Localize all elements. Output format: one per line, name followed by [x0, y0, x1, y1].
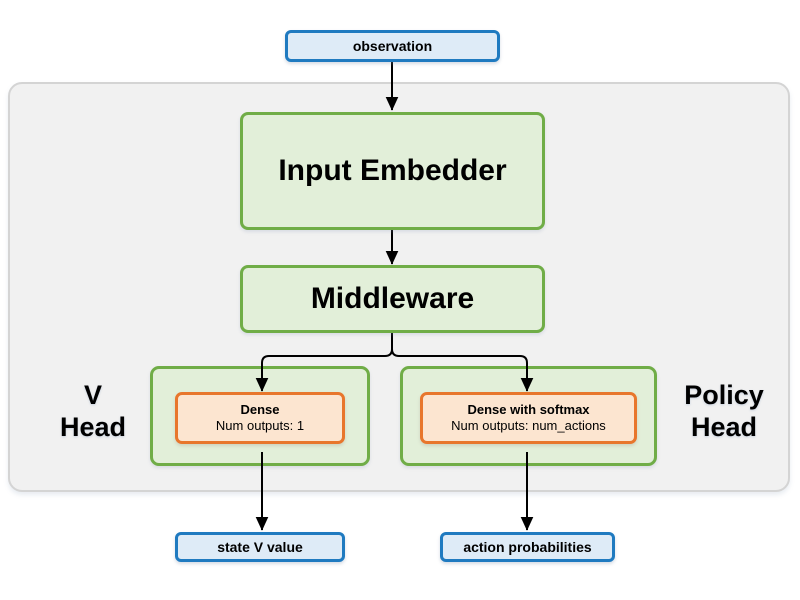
node-input-embedder-label: Input Embedder	[278, 154, 507, 187]
policy-head-label-line2: Head	[690, 411, 758, 442]
policy-head-label-line1: Policy	[684, 380, 764, 410]
node-observation-label: observation	[352, 38, 433, 54]
node-middleware-label: Middleware	[310, 282, 475, 315]
node-action-probabilities-label: action probabilities	[463, 539, 592, 555]
node-state-v-value[interactable]: state V value	[175, 532, 345, 562]
node-input-embedder[interactable]: Input Embedder	[240, 112, 545, 230]
node-action-probabilities[interactable]: action probabilities	[440, 532, 615, 562]
node-dense-with-softmax[interactable]: Dense with softmax Num outputs: num_acti…	[420, 392, 637, 444]
node-middleware[interactable]: Middleware	[240, 265, 545, 333]
policy-head-label: Policy Head	[662, 380, 786, 444]
node-dense-with-softmax-title: Dense with softmax	[467, 401, 590, 417]
node-dense[interactable]: Dense Num outputs: 1	[175, 392, 345, 444]
v-head-label-line1: V	[83, 380, 102, 410]
v-head-label-line2: Head	[59, 411, 127, 442]
node-dense-subtitle: Num outputs: 1	[215, 418, 305, 433]
v-head-label: V Head	[38, 380, 148, 444]
node-state-v-value-label: state V value	[217, 539, 303, 555]
node-dense-with-softmax-subtitle: Num outputs: num_actions	[451, 418, 606, 433]
node-dense-title: Dense	[240, 401, 280, 417]
node-observation[interactable]: observation	[285, 30, 500, 62]
